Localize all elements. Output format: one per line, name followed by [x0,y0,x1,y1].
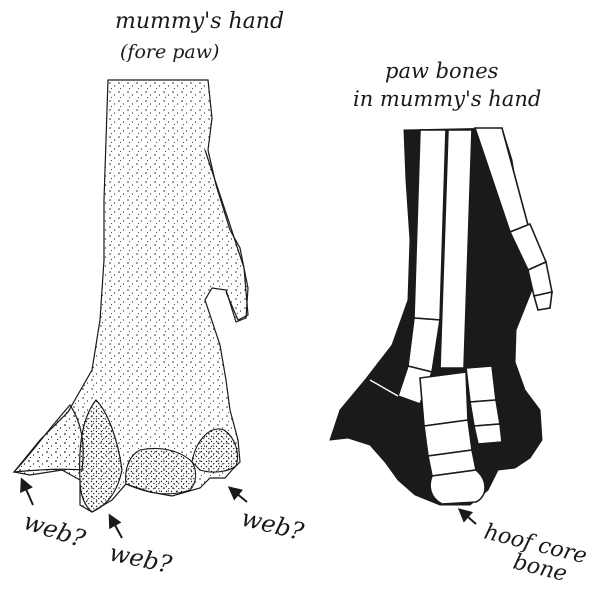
right-phalanx-1 [466,366,496,402]
right-title-line2: in mummy's hand [353,87,541,111]
arrow-web-right [230,488,247,502]
web-label-left: web? [20,507,89,553]
web-label-right: web? [239,504,307,546]
left-title-line2: (fore paw) [120,41,219,63]
upper-phalanx-3 [534,292,552,310]
paw-bones-figure: paw bones in mummy's hand [330,59,589,587]
left-web-flap [14,405,83,472]
web-label-middle: web? [107,538,175,579]
arrow-web-middle [110,516,122,538]
mummy-hand-figure: mummy's hand (fore paw) web? web? web? [14,9,307,579]
left-title-line1: mummy's hand [115,9,284,34]
metacarpal-left [414,130,446,320]
hoof-core-bone [430,470,485,504]
right-phalanx-3 [474,424,502,444]
arrow-hoof-core [460,510,476,524]
arrow-web-left [22,480,33,505]
right-title-line1: paw bones [385,59,499,83]
central-phalanx-1 [420,372,468,426]
right-phalanx-2 [470,400,500,426]
